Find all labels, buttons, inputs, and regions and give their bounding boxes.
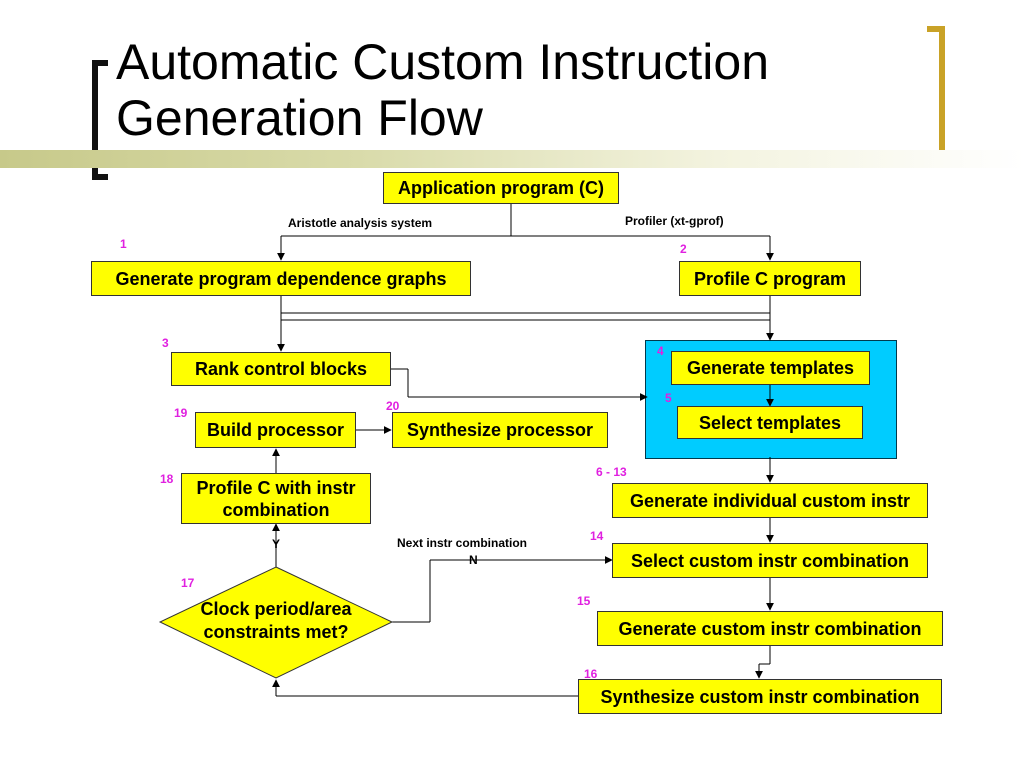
step-number-4: 4: [657, 344, 664, 358]
node-profile-c-with-instr-combination: Profile C with instr combination: [181, 473, 371, 524]
node-application-program: Application program (C): [383, 172, 619, 204]
slide-title: Automatic Custom Instruction Generation …: [116, 34, 896, 146]
node-generate-individual-custom-instr: Generate individual custom instr: [612, 483, 928, 518]
node-profile-c-program: Profile C program: [679, 261, 861, 296]
node-select-custom-instr-combination: Select custom instr combination: [612, 543, 928, 578]
title-underline-band: [0, 150, 1024, 168]
step-number-1: 1: [120, 237, 127, 251]
node-generate-pdg: Generate program dependence graphs: [91, 261, 471, 296]
node-synthesize-processor: Synthesize processor: [392, 412, 608, 448]
node-rank-control-blocks: Rank control blocks: [171, 352, 391, 386]
step-number-6-13: 6 - 13: [596, 465, 627, 479]
step-number-15: 15: [577, 594, 591, 608]
node-build-processor: Build processor: [195, 412, 356, 448]
step-number-3: 3: [162, 336, 169, 350]
decision-diamond: [158, 566, 394, 679]
left-bracket-decoration: [92, 60, 108, 180]
step-number-19: 19: [174, 406, 188, 420]
edge-label-profiler: Profiler (xt-gprof): [625, 214, 724, 228]
step-number-2: 2: [680, 242, 687, 256]
step-number-20: 20: [386, 399, 400, 413]
node-synthesize-custom-instr-combination: Synthesize custom instr combination: [578, 679, 942, 714]
step-number-14: 14: [590, 529, 604, 543]
node-generate-templates: Generate templates: [671, 351, 870, 385]
node-generate-custom-instr-combination: Generate custom instr combination: [597, 611, 943, 646]
title-line-2: Generation Flow: [116, 90, 483, 146]
node-select-templates: Select templates: [677, 406, 863, 439]
title-line-1: Automatic Custom Instruction: [116, 34, 770, 90]
step-number-16: 16: [584, 667, 598, 681]
edge-label-next-combination: Next instr combination: [397, 536, 528, 550]
decision-label: Clock period/area constraints met?: [200, 599, 352, 642]
edge-label-aristotle: Aristotle analysis system: [288, 216, 433, 230]
step-number-5: 5: [665, 391, 672, 405]
step-number-17: 17: [181, 576, 195, 590]
edge-label-no: N: [469, 553, 478, 567]
step-number-18: 18: [160, 472, 174, 486]
edge-label-yes: Y: [272, 537, 281, 551]
